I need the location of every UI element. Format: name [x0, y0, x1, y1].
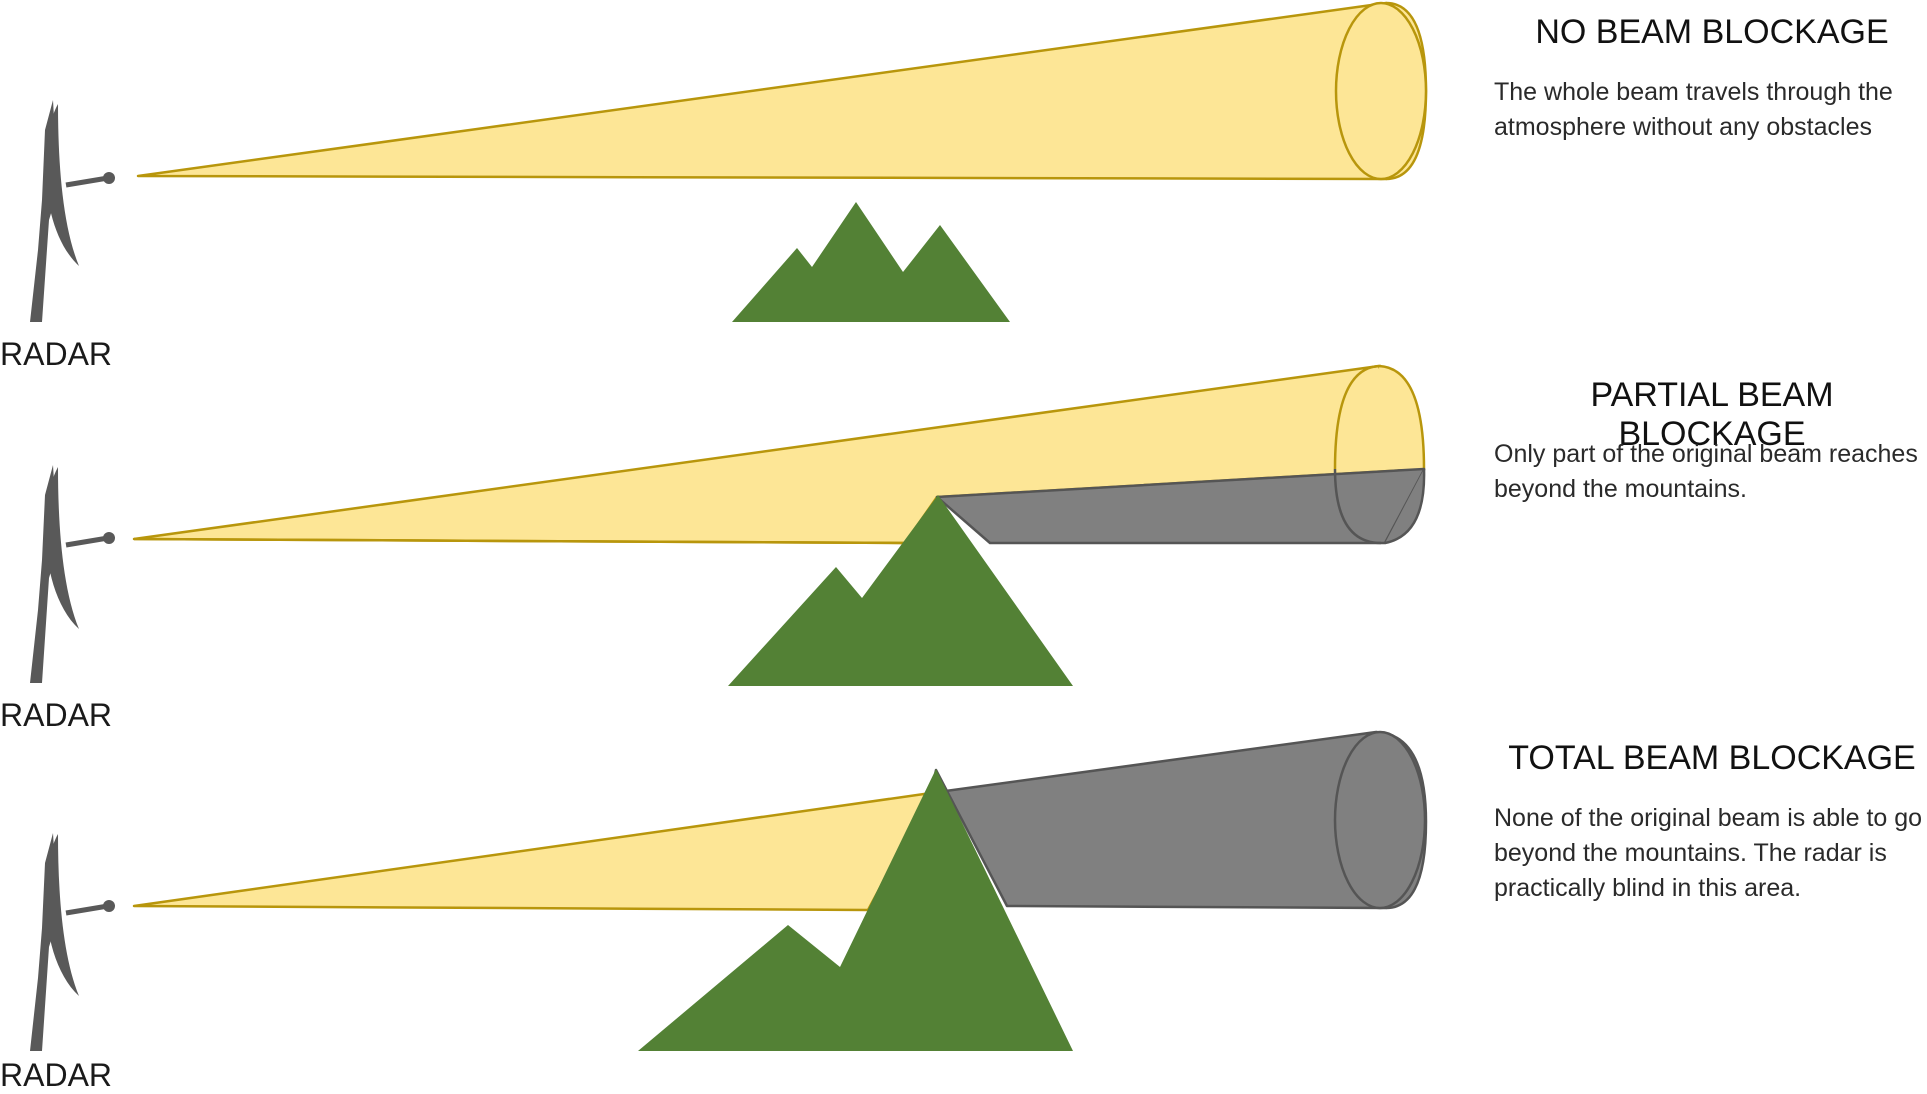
panel-description: The whole beam travels through the atmos… — [1494, 78, 1893, 141]
radar-beam-partial — [132, 364, 1426, 545]
mountain-range — [728, 495, 1073, 686]
radar-label: RADAR — [0, 336, 113, 372]
radar-tower-icon — [30, 100, 115, 322]
radar-tower-icon — [30, 465, 115, 683]
mountain-range — [638, 769, 1073, 1051]
panel-description: None of the original beam is able to go … — [1494, 804, 1923, 902]
panel-no-blockage — [30, 1, 1428, 322]
panel-total-blockage — [30, 730, 1428, 1051]
radar-tower-icon — [30, 833, 115, 1051]
radar-beam-total — [132, 730, 1428, 912]
radar-label: RADAR — [0, 697, 113, 733]
radar-label: RADAR — [0, 1057, 113, 1093]
panel-description: Only part of the original beam reaches b… — [1494, 440, 1918, 503]
panel-title: PARTIAL BEAM BLOCKAGE — [1590, 376, 1834, 453]
radar-beam-full — [136, 1, 1428, 181]
panel-partial-blockage — [30, 364, 1426, 686]
mountain-range — [732, 202, 1010, 322]
panel-title: TOTAL BEAM BLOCKAGE — [1508, 739, 1916, 777]
panel-title: NO BEAM BLOCKAGE — [1535, 13, 1889, 51]
